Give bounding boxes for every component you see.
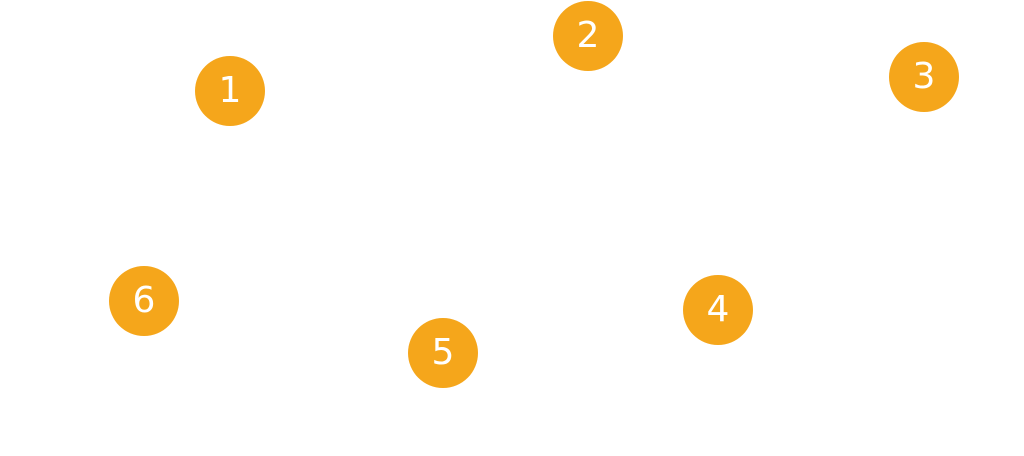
number-badge-2[interactable]: 2	[553, 1, 623, 71]
badge-label-5: 5	[431, 332, 455, 373]
badge-label-3: 3	[912, 56, 936, 97]
number-badge-1[interactable]: 1	[195, 56, 265, 126]
badge-label-6: 6	[132, 280, 156, 321]
number-badge-6[interactable]: 6	[109, 266, 179, 336]
badge-label-4: 4	[706, 289, 730, 330]
number-badge-3[interactable]: 3	[889, 42, 959, 112]
badge-label-1: 1	[218, 70, 242, 111]
badge-label-2: 2	[576, 15, 600, 56]
number-badge-4[interactable]: 4	[683, 275, 753, 345]
number-badge-5[interactable]: 5	[408, 318, 478, 388]
